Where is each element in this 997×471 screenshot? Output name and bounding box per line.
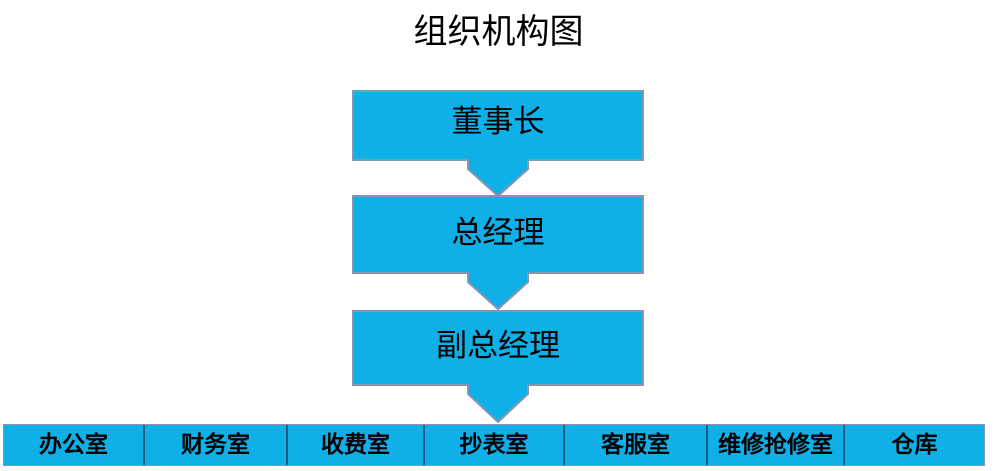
org-node-general-manager[interactable]: 总经理 — [352, 195, 644, 313]
department-label: 仓库 — [891, 432, 938, 457]
chairman-arrow-shape — [352, 90, 644, 198]
page-title: 组织机构图 — [413, 14, 584, 51]
department-row: 办公室 财务室 收费室 抄表室 客服室 维修抢修室 仓库 — [3, 424, 985, 466]
general-manager-arrow-shape — [352, 195, 644, 311]
department-cell-finance[interactable]: 财务室 — [143, 425, 286, 465]
org-node-deputy-general-manager[interactable]: 副总经理 — [352, 310, 644, 426]
department-cell-customer-service[interactable]: 客服室 — [563, 425, 706, 465]
org-node-chairman[interactable]: 董事长 — [352, 90, 644, 200]
department-cell-office[interactable]: 办公室 — [4, 425, 143, 465]
department-label: 抄表室 — [459, 432, 529, 457]
department-cell-warehouse[interactable]: 仓库 — [843, 425, 984, 465]
deputy-general-manager-arrow-shape — [352, 310, 644, 424]
department-cell-fee-collection[interactable]: 收费室 — [286, 425, 423, 465]
department-cell-meter-reading[interactable]: 抄表室 — [423, 425, 563, 465]
department-cell-repair[interactable]: 维修抢修室 — [706, 425, 843, 465]
department-label: 办公室 — [39, 432, 108, 457]
department-label: 收费室 — [321, 432, 390, 457]
department-label: 维修抢修室 — [718, 432, 833, 457]
department-label: 客服室 — [601, 432, 670, 457]
department-label: 财务室 — [181, 432, 250, 457]
